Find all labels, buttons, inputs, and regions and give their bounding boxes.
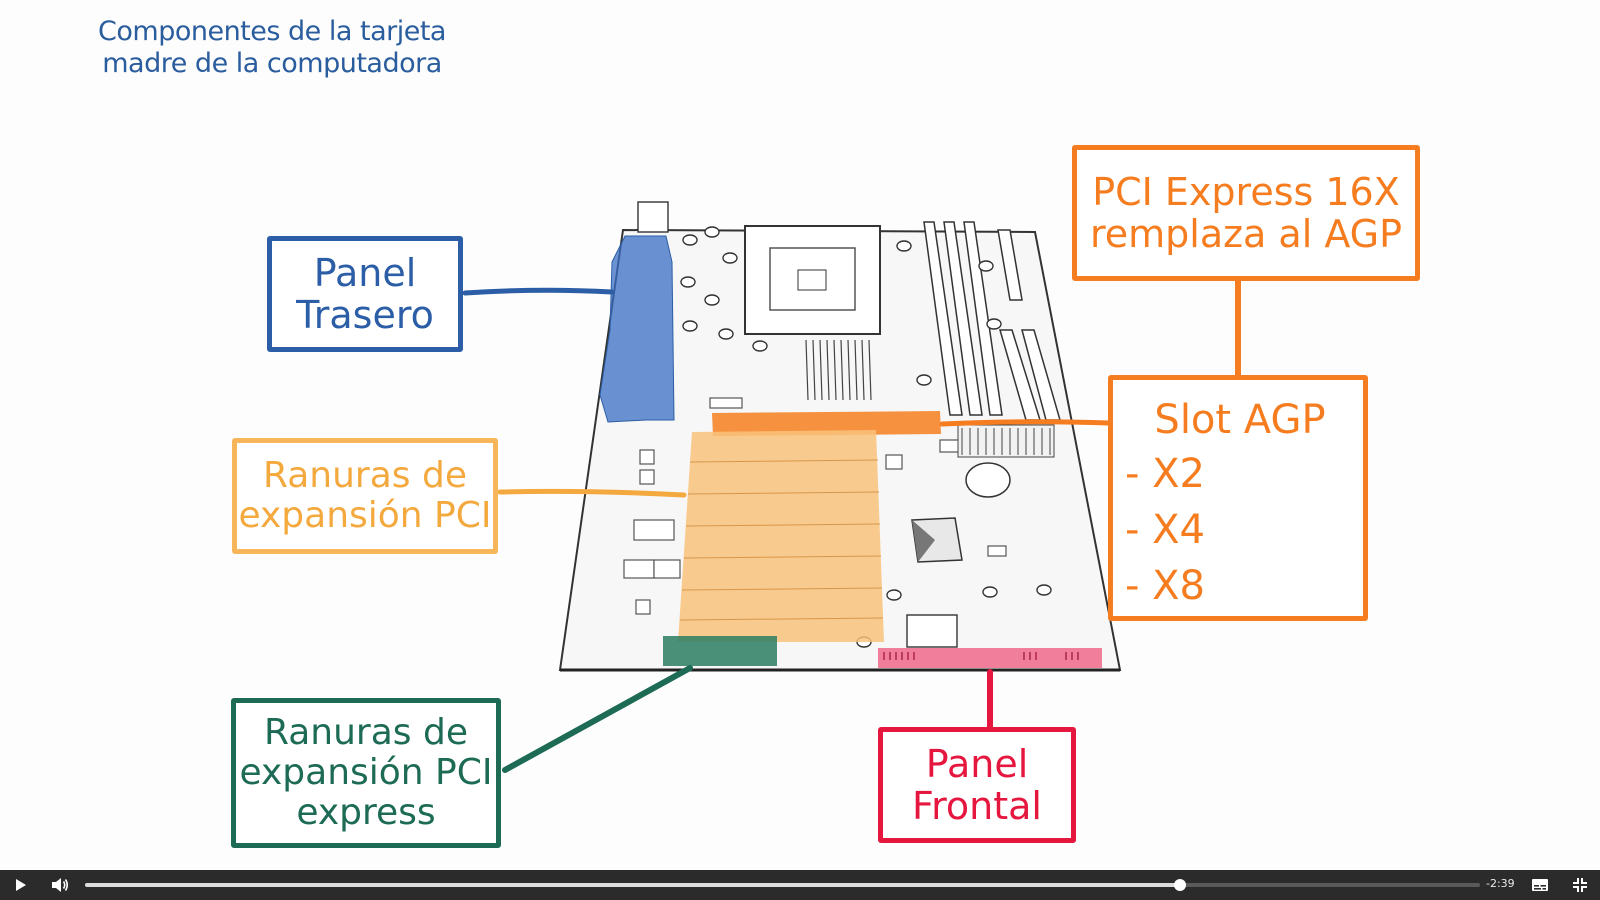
agp-area-heatsink xyxy=(957,424,1055,458)
callout-pcie-line-2: expansión PCI xyxy=(239,752,493,793)
callout-front-panel-line-1: Panel xyxy=(925,742,1029,786)
agp-slot-highlight xyxy=(712,411,941,436)
progress-bar[interactable] xyxy=(85,879,1480,891)
cpu-socket xyxy=(744,225,881,335)
volume-icon xyxy=(52,878,69,892)
front-panel-highlight xyxy=(878,648,1102,668)
callout-front-panel: Panel Frontal xyxy=(878,727,1076,843)
callout-agp-slot: Slot AGP - X2 - X4 - X8 xyxy=(1108,375,1368,621)
pcie-connector xyxy=(502,665,693,773)
captions-icon xyxy=(1532,879,1548,891)
ram-slots xyxy=(923,221,1061,421)
rear-panel-connector xyxy=(462,287,615,296)
play-icon xyxy=(16,879,26,891)
progress-fill xyxy=(85,883,1181,887)
callout-agp-item: - X4 xyxy=(1125,507,1205,553)
rear-panel-highlight xyxy=(599,235,675,423)
callout-pcie16-line-2: remplaza al AGP xyxy=(1089,212,1403,256)
video-frame[interactable]: Componentes de la tarjeta madre de la co… xyxy=(0,0,1600,870)
pcie-slot-highlight xyxy=(663,636,777,666)
callout-rear-panel: Panel Trasero xyxy=(267,236,463,352)
exit-fullscreen-button[interactable] xyxy=(1560,870,1600,900)
callout-pci-line-2: expansión PCI xyxy=(238,495,492,536)
volume-button[interactable] xyxy=(40,870,80,900)
callout-pcie-slots: Ranuras de expansión PCI express xyxy=(231,698,501,848)
callout-pcie16-line-1: PCI Express 16X xyxy=(1092,170,1400,214)
video-control-bar: -2:39 xyxy=(0,870,1600,900)
callout-pcie16: PCI Express 16X remplaza al AGP xyxy=(1072,145,1420,281)
pci-slots-highlight xyxy=(678,430,884,642)
callout-pcie-line-1: Ranuras de xyxy=(264,712,468,753)
motherboard-illustration xyxy=(462,201,1241,773)
callout-agp-item: - X8 xyxy=(1125,563,1205,609)
callout-agp-item: - X2 xyxy=(1125,451,1205,497)
callout-rear-panel-line-1: Panel xyxy=(313,251,417,295)
callout-pcie-line-3: express xyxy=(296,792,436,833)
title-line-1: Componentes de la tarjeta xyxy=(98,16,446,47)
callout-agp-title: Slot AGP xyxy=(1154,397,1326,443)
callout-front-panel-line-2: Frontal xyxy=(912,784,1042,828)
progress-handle[interactable] xyxy=(1174,879,1187,891)
agp-connector xyxy=(939,419,1111,427)
pci-connector xyxy=(497,488,687,498)
callout-pci-line-1: Ranuras de xyxy=(263,455,467,496)
callout-pci-slots: Ranuras de expansión PCI xyxy=(232,438,498,554)
cmos-battery xyxy=(965,462,1011,498)
play-button[interactable] xyxy=(0,870,40,900)
video-title: Componentes de la tarjeta madre de la co… xyxy=(92,16,452,80)
heatsink xyxy=(805,339,872,401)
exit-fullscreen-icon xyxy=(1573,878,1587,892)
callout-rear-panel-line-2: Trasero xyxy=(296,293,434,337)
remaining-time: -2:39 xyxy=(1486,877,1515,890)
captions-button[interactable] xyxy=(1520,870,1560,900)
title-line-2: madre de la computadora xyxy=(102,48,442,79)
